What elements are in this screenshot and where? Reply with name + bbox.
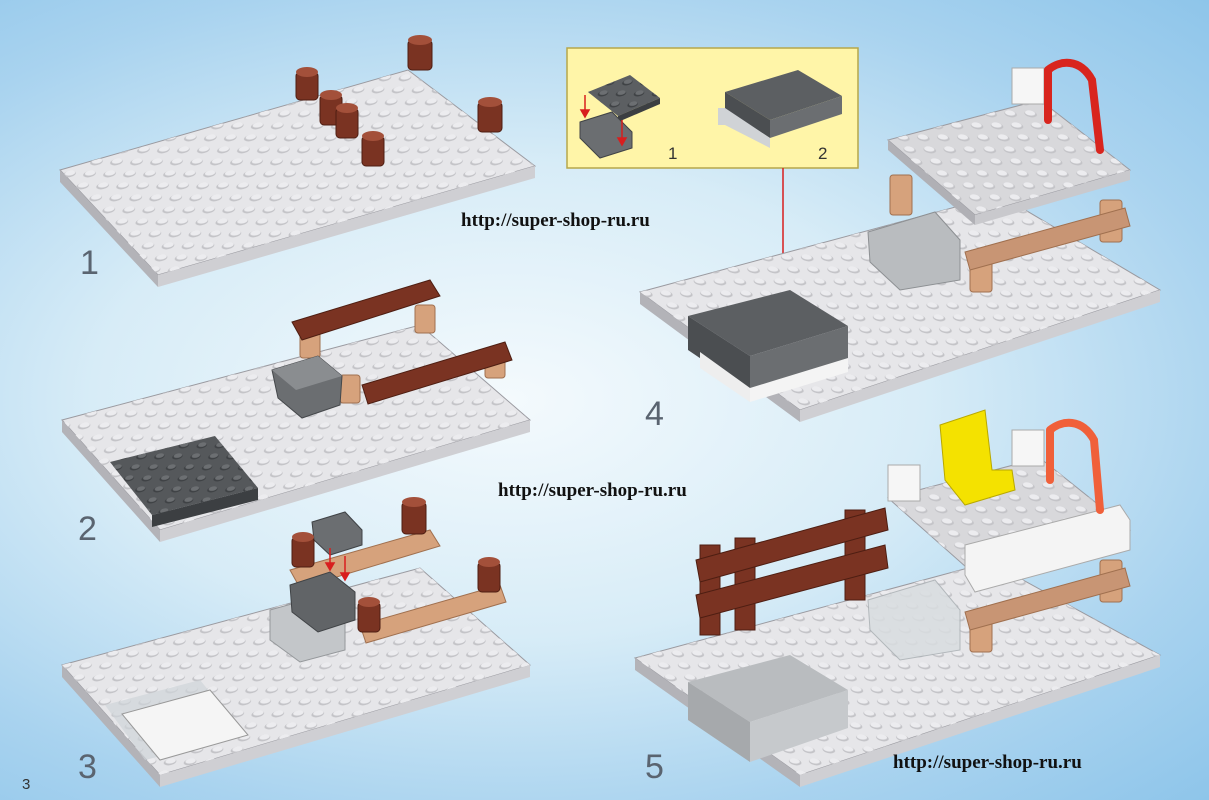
step3-assembly <box>61 497 532 787</box>
step1-assembly <box>59 35 537 287</box>
step5-assembly <box>633 409 1162 787</box>
step-number-4: 4 <box>645 395 664 433</box>
step-number-1: 1 <box>80 244 99 282</box>
step4-assembly <box>638 58 1162 422</box>
page-number: 3 <box>22 776 31 793</box>
step-number-3: 3 <box>78 748 97 786</box>
inset-sub-steps <box>566 47 859 169</box>
step-number-5: 5 <box>645 748 664 786</box>
watermark-url: http://super-shop-ru.ru <box>461 210 650 231</box>
money-tiles <box>121 689 249 761</box>
watermark-url: http://super-shop-ru.ru <box>893 752 1082 773</box>
fence <box>695 507 889 636</box>
step-number-2: 2 <box>78 510 97 548</box>
step2-assembly <box>61 279 532 542</box>
inset-sub-step-2: 2 <box>818 144 828 163</box>
inset-sub-step-1: 1 <box>668 144 678 163</box>
watermark-url: http://super-shop-ru.ru <box>498 480 687 501</box>
